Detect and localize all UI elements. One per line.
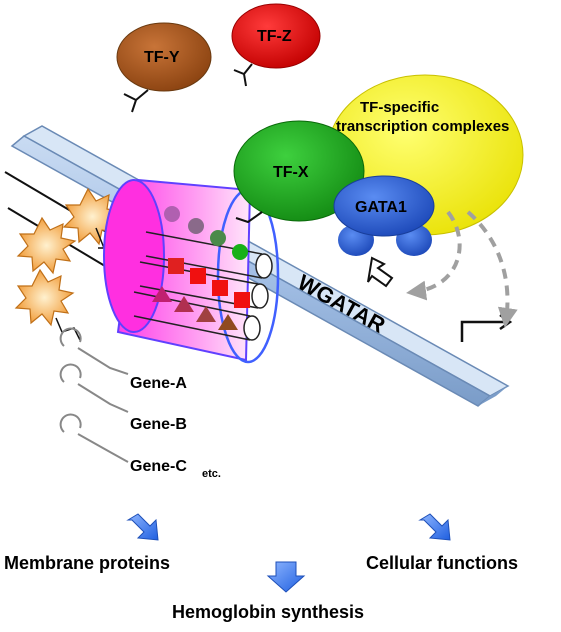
bound-factor-square — [190, 268, 206, 284]
gene-c-etc-label: etc. — [202, 468, 221, 480]
bound-factor-triangle — [196, 306, 216, 322]
gene-c-label: Gene-C — [130, 458, 187, 475]
gata1: GATA1 — [333, 175, 435, 256]
bound-factor-triangle — [152, 286, 172, 302]
star-3 — [14, 268, 75, 327]
bound-factor-square — [234, 292, 250, 308]
gene-a-label: Gene-A — [130, 375, 187, 392]
gene-stems — [59, 327, 129, 463]
recruitment-arrow-1 — [406, 210, 462, 301]
bound-factor-triangle — [174, 296, 194, 312]
arrow-to-hemoglobin-synthesis — [266, 561, 306, 593]
arrow-to-membrane-proteins — [126, 513, 159, 541]
membrane-proteins-label: Membrane proteins — [4, 553, 170, 573]
transcription-start-arrow — [460, 313, 513, 342]
complex-label-line1: TF-specific — [360, 99, 439, 116]
gata1-binding-arrow — [367, 256, 394, 288]
star-2 — [16, 216, 77, 275]
gata1-label: GATA1 — [355, 199, 407, 216]
tf-x: TF-X — [233, 120, 365, 224]
bound-factor-triangle — [218, 314, 238, 330]
bound-factor-square — [212, 280, 228, 296]
recruitment-arrow-2 — [466, 210, 518, 328]
bound-factor-circle — [210, 230, 226, 246]
hemoglobin-synthesis-label: Hemoglobin synthesis — [172, 602, 364, 622]
bound-factor-circle — [188, 218, 204, 234]
complex-label-line2: transcription complexes — [336, 118, 509, 135]
gene-b-label: Gene-B — [130, 416, 187, 433]
cellular-functions-label: Cellular functions — [366, 553, 518, 573]
tf-y: TF-Y — [116, 22, 212, 113]
tf-z-label: TF-Z — [257, 28, 292, 45]
tf-y-label: TF-Y — [144, 49, 180, 66]
bound-factor-circle — [164, 206, 180, 222]
tf-x-label: TF-X — [273, 164, 309, 181]
tf-z: TF-Z — [231, 3, 321, 87]
bound-factor-circle — [232, 244, 248, 260]
chromatin-hub-cylinder — [103, 178, 280, 364]
arrow-to-cellular-functions — [418, 513, 451, 541]
bound-factor-square — [168, 258, 184, 274]
